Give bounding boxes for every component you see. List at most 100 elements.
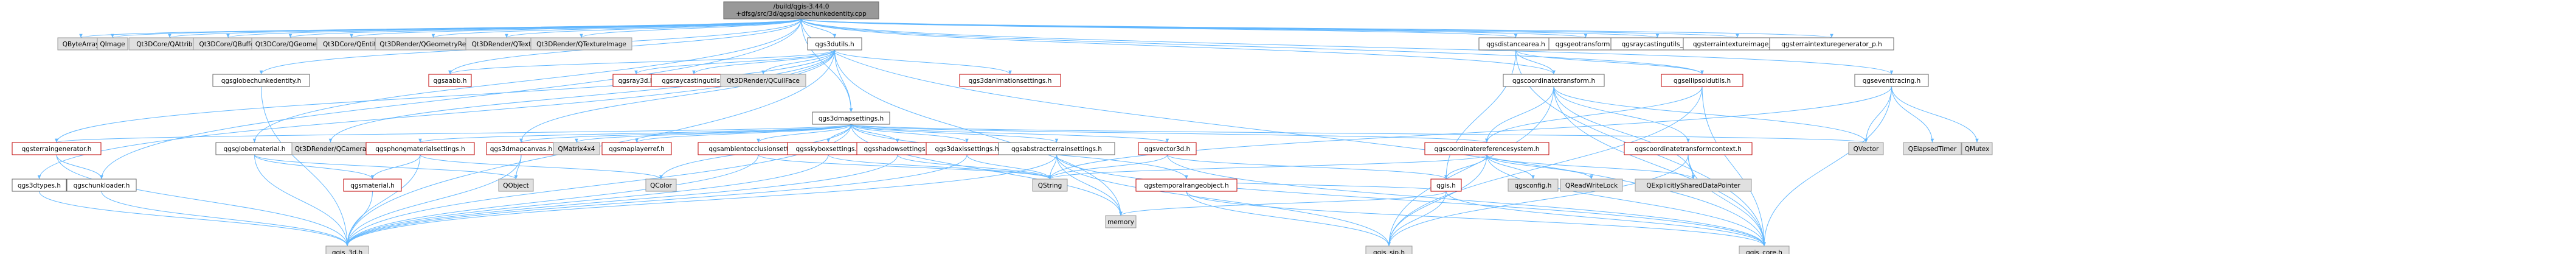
node-box [428,74,472,87]
edge-qgstemporalrange-to-qgiscore [1186,191,1766,247]
node-qgsvector3d[interactable]: qgsvector3d.h [1138,142,1197,155]
edge-qgs3dutils-to-qgsray3d [634,49,835,75]
node-label: qgis_core.h [1746,249,1782,254]
node-qgsskyboxsettings[interactable]: qgsskyboxsettings.h [787,142,870,155]
node-label: qgs3daxissettings.h [935,146,999,153]
node-qgsterraintextureimage[interactable]: qgsterraintextureimage_p.h [1683,37,1792,51]
node-box [1138,142,1197,155]
node-label: qgsmaplayerref.h [609,146,665,153]
node-label: Qt3DRender/QCamera [295,146,367,153]
edge-qgs3dutils-to-qgs3dmapsettings [834,49,853,113]
node-label: qgsterraintexturegenerator_p.h [1781,41,1882,48]
node-label: qgs3dtypes.h [18,182,61,189]
node-qgsh[interactable]: qgis.h [1430,178,1462,192]
node-label: qgsskyboxsettings.h [795,146,860,153]
edge-qgscrs-to-qgissip [1387,154,1487,247]
edge-qgsphongmaterialsettings-to-qgis3d [345,154,421,247]
node-qgs3danimationsettings[interactable]: qgs3danimationsettings.h [959,74,1061,87]
node-box [812,111,890,125]
node-box [1135,178,1238,192]
edge-qgsskyboxsettings-to-qstring [828,154,1052,180]
node-box [1424,142,1549,155]
edge-qgs3dmapsettings-to-qgsshadowsettings [851,124,899,143]
node-qgsctcontext[interactable]: qgscoordinatetransformcontext.h [1624,142,1753,155]
edge-qgs3dutils-to-qgsterraingenerator [55,49,835,143]
node-qgs3dmapcanvas[interactable]: qgs3dmapcanvas.h [486,142,556,155]
edge-qgsskyboxsettings-to-qgis3d [345,154,829,247]
node-label: QObject [503,182,528,189]
node-qvector: QVector [1848,142,1884,155]
node-qgseventtracing[interactable]: qgseventtracing.h [1854,74,1929,87]
node-qgscoordinatetransform[interactable]: qgscoordinatetransform.h [1503,74,1605,87]
edge-qgseventtracing-to-qmutex [1891,86,1979,143]
node-label: qgis.h [1436,182,1456,189]
node-qgscrs[interactable]: qgscoordinatereferencesystem.h [1424,142,1549,155]
node-qgsaabb[interactable]: qgsaabb.h [428,74,472,87]
edge-qgsellipsoidutils-to-qgiscore [1702,86,1766,247]
node-qgsraycastingutils_p[interactable]: qgsraycastingutils_p.h [1610,37,1705,51]
node-qgeometry: Qt3DCore/QGeometry [251,37,330,51]
node-label: qgsray3d.h [618,77,654,85]
node-qexplicitshared: QExplicitlySharedDataPointer [1635,178,1752,192]
edge-qgstemporalrange-to-qgissip [1186,191,1391,247]
node-qgstemporalrange[interactable]: qgstemporalrangeobject.h [1135,178,1238,192]
edge-qgs3dmapsettings-to-qvector [851,124,1868,143]
node-qgsmaplayerref[interactable]: qgsmaplayerref.h [601,142,672,155]
edge-qgsmaterial-to-qgis3d [345,191,373,247]
node-qgs3dmapsettings[interactable]: qgs3dmapsettings.h [812,111,890,125]
node-box [212,74,310,87]
node-qgsgeotransform[interactable]: qgsgeotransform.h [1548,37,1623,51]
node-label: QString [1038,182,1062,189]
edge-qgscoordinatetransform-to-qgiscore [1553,86,1766,247]
node-qgs3daxissettings[interactable]: qgs3daxissettings.h [926,142,1008,155]
node-qgs3dtypes[interactable]: qgs3dtypes.h [12,178,67,192]
node-qgsglobematerial[interactable]: qgsglobematerial.h [215,142,294,155]
node-qtextureimage: Qt3DRender/QTextureImage [530,37,632,51]
node-label: Qt3DRender/QTexture [472,41,542,48]
node-box [1769,37,1894,51]
node-label: qgsterraingenerator.h [22,146,92,153]
node-box [720,74,806,87]
node-qgsdistancearea[interactable]: qgsdistancearea.h [1478,37,1553,51]
node-qgsglobechunkedentity[interactable]: qgsglobechunkedentity.h [212,74,310,87]
node-label: qgsvector3d.h [1144,146,1190,153]
edge-qgsabstractterrain-to-qgiscore [1056,154,1766,247]
node-label: +dfsg/src/3d/qgsglobechunkedentity.cpp [736,10,867,18]
edge-root-to-qgsgeotransform [801,18,1587,38]
node-qgsabstractterrain[interactable]: qgsabstractterrainsettings.h [998,142,1115,155]
edge-qgschunkloader-to-qgis3d [101,191,349,247]
node-qgsterraintexturegenerator[interactable]: qgsterraintexturegenerator_p.h [1769,37,1894,51]
node-qgsterraingenerator[interactable]: qgsterraingenerator.h [12,142,102,155]
node-qgschunkloader[interactable]: qgschunkloader.h [66,178,137,192]
node-box [530,37,632,51]
node-label: QVector [1854,146,1879,153]
edge-qgscrs-to-qgsconfig [1486,154,1535,180]
edge-qgscrs-to-qexplicitshared [1486,154,1695,180]
node-label: Qt3DRender/QGeometryRenderer [379,41,487,48]
node-box [498,178,534,192]
node-box [1508,178,1559,192]
edge-qgsterraingenerator-to-qgschunkloader [56,154,103,180]
edge-qgseventtracing-to-qgiscore [1762,86,1892,247]
node-box [1854,74,1929,87]
edge-qgsvector3d-to-qstring [1048,154,1168,180]
node-qgsshadowsettings[interactable]: qgsshadowsettings.h [856,142,939,155]
node-qgsphongmaterialsettings[interactable]: qgsphongmaterialsettings.h [365,142,475,155]
edge-qgsabstractterrain-to-qgis3d [345,154,1057,247]
node-box [1503,74,1605,87]
edge-qgs3dmapcanvas-to-qgis3d [345,154,522,247]
node-box [365,142,475,155]
edge-qgsabstractterrain-to-qgissip [1056,154,1391,247]
edge-root-to-qgsglobematerial [252,18,802,143]
node-qgsellipsoidutils[interactable]: qgsellipsoidutils.h [1661,74,1743,87]
node-qgs3dutils[interactable]: qgs3dutils.h [807,37,862,51]
node-qgsmaterial[interactable]: qgsmaterial.h [343,178,402,192]
node-label: qgs3dmapsettings.h [819,115,884,122]
edge-root-to-qgeomrenderer [431,18,802,38]
node-box [12,142,102,155]
node-label: Qt3DCore/QEntity [323,41,380,48]
node-qgis3d: qgis_3d.h [325,245,369,254]
node-label: qgis_sip.h [1373,249,1405,254]
edge-qgscoordinatetransform-to-qgscrs [1485,86,1554,143]
